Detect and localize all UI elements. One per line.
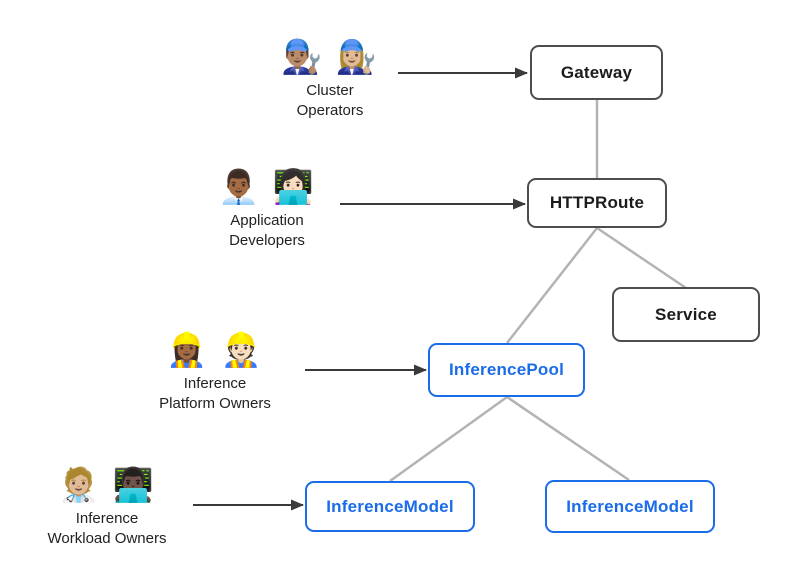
persona-label-line2: Workload Owners (47, 530, 167, 547)
persona-label-line1: Application (230, 212, 304, 229)
persona-label-line1: Inference (183, 375, 247, 392)
node-inferencemodel-left: InferenceModel (305, 481, 475, 532)
persona-label: Cluster Operators (245, 81, 415, 121)
persona-application-developers: 👨🏾‍💼 👩🏻‍💻 Application Developers (182, 166, 352, 251)
node-service: Service (612, 287, 760, 342)
persona-label-line1: Cluster (306, 82, 354, 99)
persona-label-line1: Inference (75, 510, 139, 527)
persona-label: Application Developers (182, 211, 352, 251)
edge-inferencepool-inferencemodel-right (506, 395, 630, 482)
persona-inference-workload-owners: 🧑🏼‍⚕️ 👨🏿‍💻 Inference Workload Owners (22, 464, 192, 549)
persona-label: Inference Platform Owners (130, 374, 300, 414)
persona-label-line2: Operators (296, 102, 364, 119)
persona-label-line2: Developers (229, 232, 305, 249)
persona-label-line2: Platform Owners (159, 395, 271, 412)
application-developers-emoji-icon: 👨🏾‍💼 👩🏻‍💻 (218, 168, 316, 205)
edge-httproute-service (596, 226, 687, 290)
workload-owners-emoji-icon: 🧑🏼‍⚕️ 👨🏿‍💻 (58, 466, 156, 503)
node-inferencemodel-right: InferenceModel (545, 480, 715, 533)
platform-owners-emoji-icon: 👷🏾‍♀️ 👷🏻 (166, 331, 264, 368)
node-inferencepool: InferencePool (428, 343, 585, 397)
persona-cluster-operators: 👨🏽‍🔧 👩🏼‍🔧 Cluster Operators (245, 36, 415, 121)
node-httproute: HTTPRoute (527, 178, 667, 228)
persona-label: Inference Workload Owners (22, 509, 192, 549)
edge-httproute-inferencepool (506, 227, 598, 344)
persona-inference-platform-owners: 👷🏾‍♀️ 👷🏻 Inference Platform Owners (130, 329, 300, 414)
edge-inferencepool-inferencemodel-left (389, 395, 508, 483)
node-gateway: Gateway (530, 45, 663, 100)
cluster-operators-emoji-icon: 👨🏽‍🔧 👩🏼‍🔧 (281, 38, 379, 75)
